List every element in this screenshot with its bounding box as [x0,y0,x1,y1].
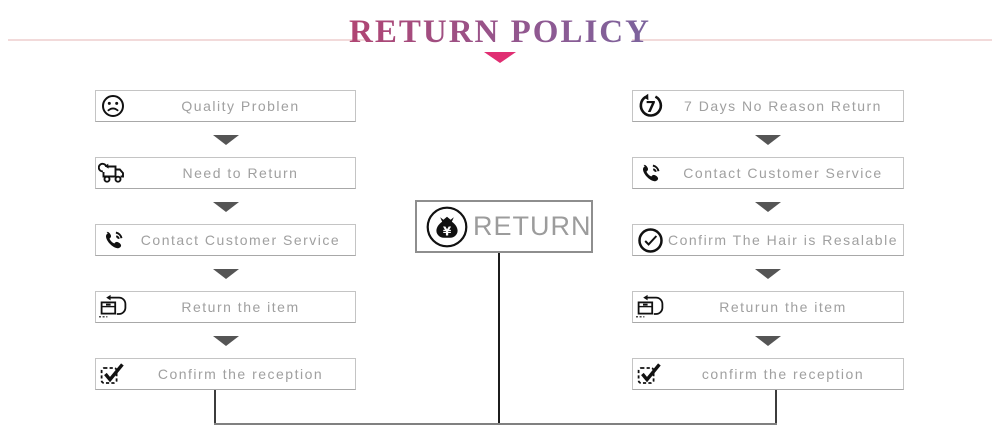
flow-arrow-gap [95,323,356,358]
flow-arrow-gap [632,122,904,157]
svg-text:¥: ¥ [443,224,452,238]
flow-step-label: confirm the reception [701,366,865,382]
checkbox-icon [633,359,667,389]
connector-vertical-right [775,390,777,423]
flow-step-label: Return the item [181,299,300,315]
flow-step-label: 7 Days No Reason Return [684,98,882,114]
down-arrow-icon [755,134,781,145]
down-arrow-icon [755,335,781,346]
down-arrow-icon [212,201,239,212]
connector-vertical-center [498,253,500,423]
flow-step-label: Contact Customer Service [140,232,341,248]
svg-text:7: 7 [645,98,655,116]
return-box-icon [96,292,130,322]
flow-step-box: Confirm the reception [95,358,356,390]
flow-step-box: Contact Customer Service [632,157,904,189]
phone-icon [96,225,130,255]
title-pointer-triangle-icon [484,52,516,63]
flow-step-label: Quality Problen [181,98,300,114]
flow-step-box: Returun the item [632,291,904,323]
flow-step-box: Return the item [95,291,356,323]
flow-step-box: Confirm The Hair is Resalable [632,224,904,256]
checkbox-icon [96,359,130,389]
down-arrow-icon [755,201,781,212]
flow-step-label: Returun the item [719,299,847,315]
flow-step-box: 7 7 Days No Reason Return [632,90,904,122]
flow-arrow-gap [95,256,356,291]
return-center-label: RETURN [473,211,592,241]
seven-days-icon: 7 [633,91,667,121]
flow-arrow-gap [632,189,904,224]
flow-arrow-gap [632,256,904,291]
header-divider-right [632,39,992,41]
down-arrow-icon [755,268,781,279]
page-title: RETURN POLICY [0,14,1000,51]
connector-vertical-left [214,390,216,423]
sad-face-icon [96,91,130,121]
check-circle-icon [633,225,667,255]
flow-step-box: Need to Return [95,157,356,189]
flow-arrow-gap [95,122,356,157]
flow-step-box: Quality Problen [95,90,356,122]
flow-step-box: Contact Customer Service [95,224,356,256]
flow-arrow-gap [95,189,356,224]
phone-icon [633,158,667,188]
flow-step-label: Contact Customer Service [683,165,883,181]
truck-icon [96,158,130,188]
flow-step-label: Need to Return [182,165,299,181]
flow-arrow-gap [632,323,904,358]
header-divider-left [8,39,368,41]
down-arrow-icon [212,335,239,346]
down-arrow-icon [212,268,239,279]
flow-step-box: confirm the reception [632,358,904,390]
flow-step-label: Confirm the reception [157,366,324,382]
return-center-box: ¥ RETURN [415,200,593,253]
connector-horizontal-bottom [214,423,777,425]
flow-step-label: Confirm The Hair is Resalable [668,232,898,248]
money-bag-icon: ¥ [423,202,471,251]
return-box-icon [633,292,667,322]
down-arrow-icon [212,134,239,145]
